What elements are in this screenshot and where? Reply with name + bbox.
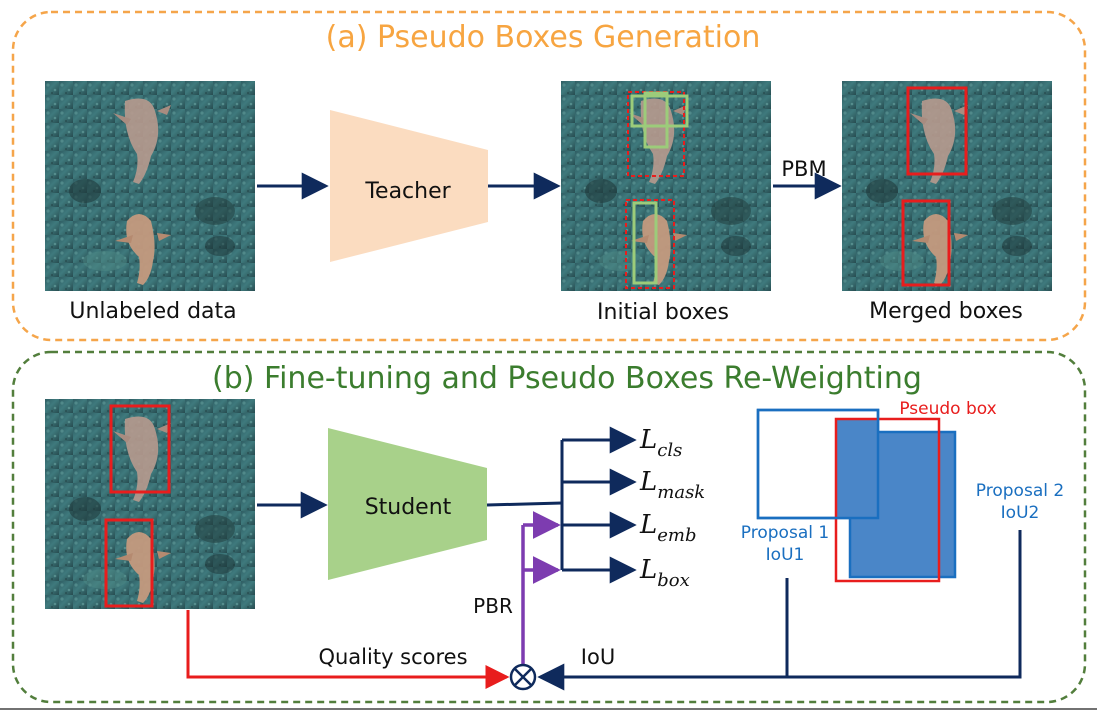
iou-label: IoU	[581, 645, 615, 669]
section-b-frame	[11, 350, 1087, 704]
teacher-block	[330, 110, 488, 262]
quality-scores-label: Quality scores	[318, 645, 467, 669]
loss-emb: Lemb	[639, 510, 697, 546]
student-block	[328, 428, 487, 580]
image-initial-boxes	[561, 81, 771, 291]
pbr-arrows	[521, 511, 561, 664]
section-b-title: (b) Fine-tuning and Pseudo Boxes Re-Weig…	[212, 361, 922, 396]
section-a-title: (a) Pseudo Boxes Generation	[326, 20, 761, 55]
student-box-1	[109, 404, 171, 494]
caption-unlabeled: Unlabeled data	[69, 299, 236, 324]
initial-box-dashed-2	[625, 199, 675, 289]
caption-initial: Initial boxes	[597, 300, 729, 325]
loss-box: Lbox	[639, 555, 690, 591]
merged-box-1	[906, 86, 968, 176]
merged-box-2	[901, 199, 951, 287]
teacher-label: Teacher	[364, 179, 451, 204]
initial-box-green-3	[632, 201, 658, 285]
loss-mask: Lmask	[639, 467, 705, 503]
pbm-label: PBM	[781, 157, 826, 181]
proposal-1-outline-top	[756, 408, 880, 520]
proposal-2-iou: IoU2	[1001, 503, 1040, 523]
image-merged-boxes	[842, 81, 1052, 291]
proposal-1-iou: IoU1	[766, 545, 805, 565]
initial-box-green-2	[643, 91, 669, 149]
overlap-fill	[836, 419, 878, 518]
image-student-input	[45, 399, 255, 609]
pseudo-box-label: Pseudo box	[899, 399, 996, 419]
arrow-quality-scores	[186, 610, 510, 689]
initial-box-green-1	[630, 94, 689, 128]
iou-arrows	[537, 530, 1022, 691]
student-box-2	[104, 518, 154, 608]
caption-merged: Merged boxes	[869, 299, 1023, 324]
pbr-label: PBR	[473, 594, 513, 618]
multiply-node	[509, 663, 537, 691]
proposal-2-label: Proposal 2	[976, 481, 1064, 501]
loss-tree	[486, 426, 637, 584]
proposal-1-label: Proposal 1	[741, 523, 829, 543]
iou-illustration	[756, 408, 957, 583]
pseudo-box	[834, 417, 941, 583]
student-label: Student	[365, 495, 452, 520]
image-unlabeled	[45, 81, 255, 291]
loss-cls: Lcls	[639, 425, 682, 461]
section-a-frame	[11, 10, 1087, 342]
